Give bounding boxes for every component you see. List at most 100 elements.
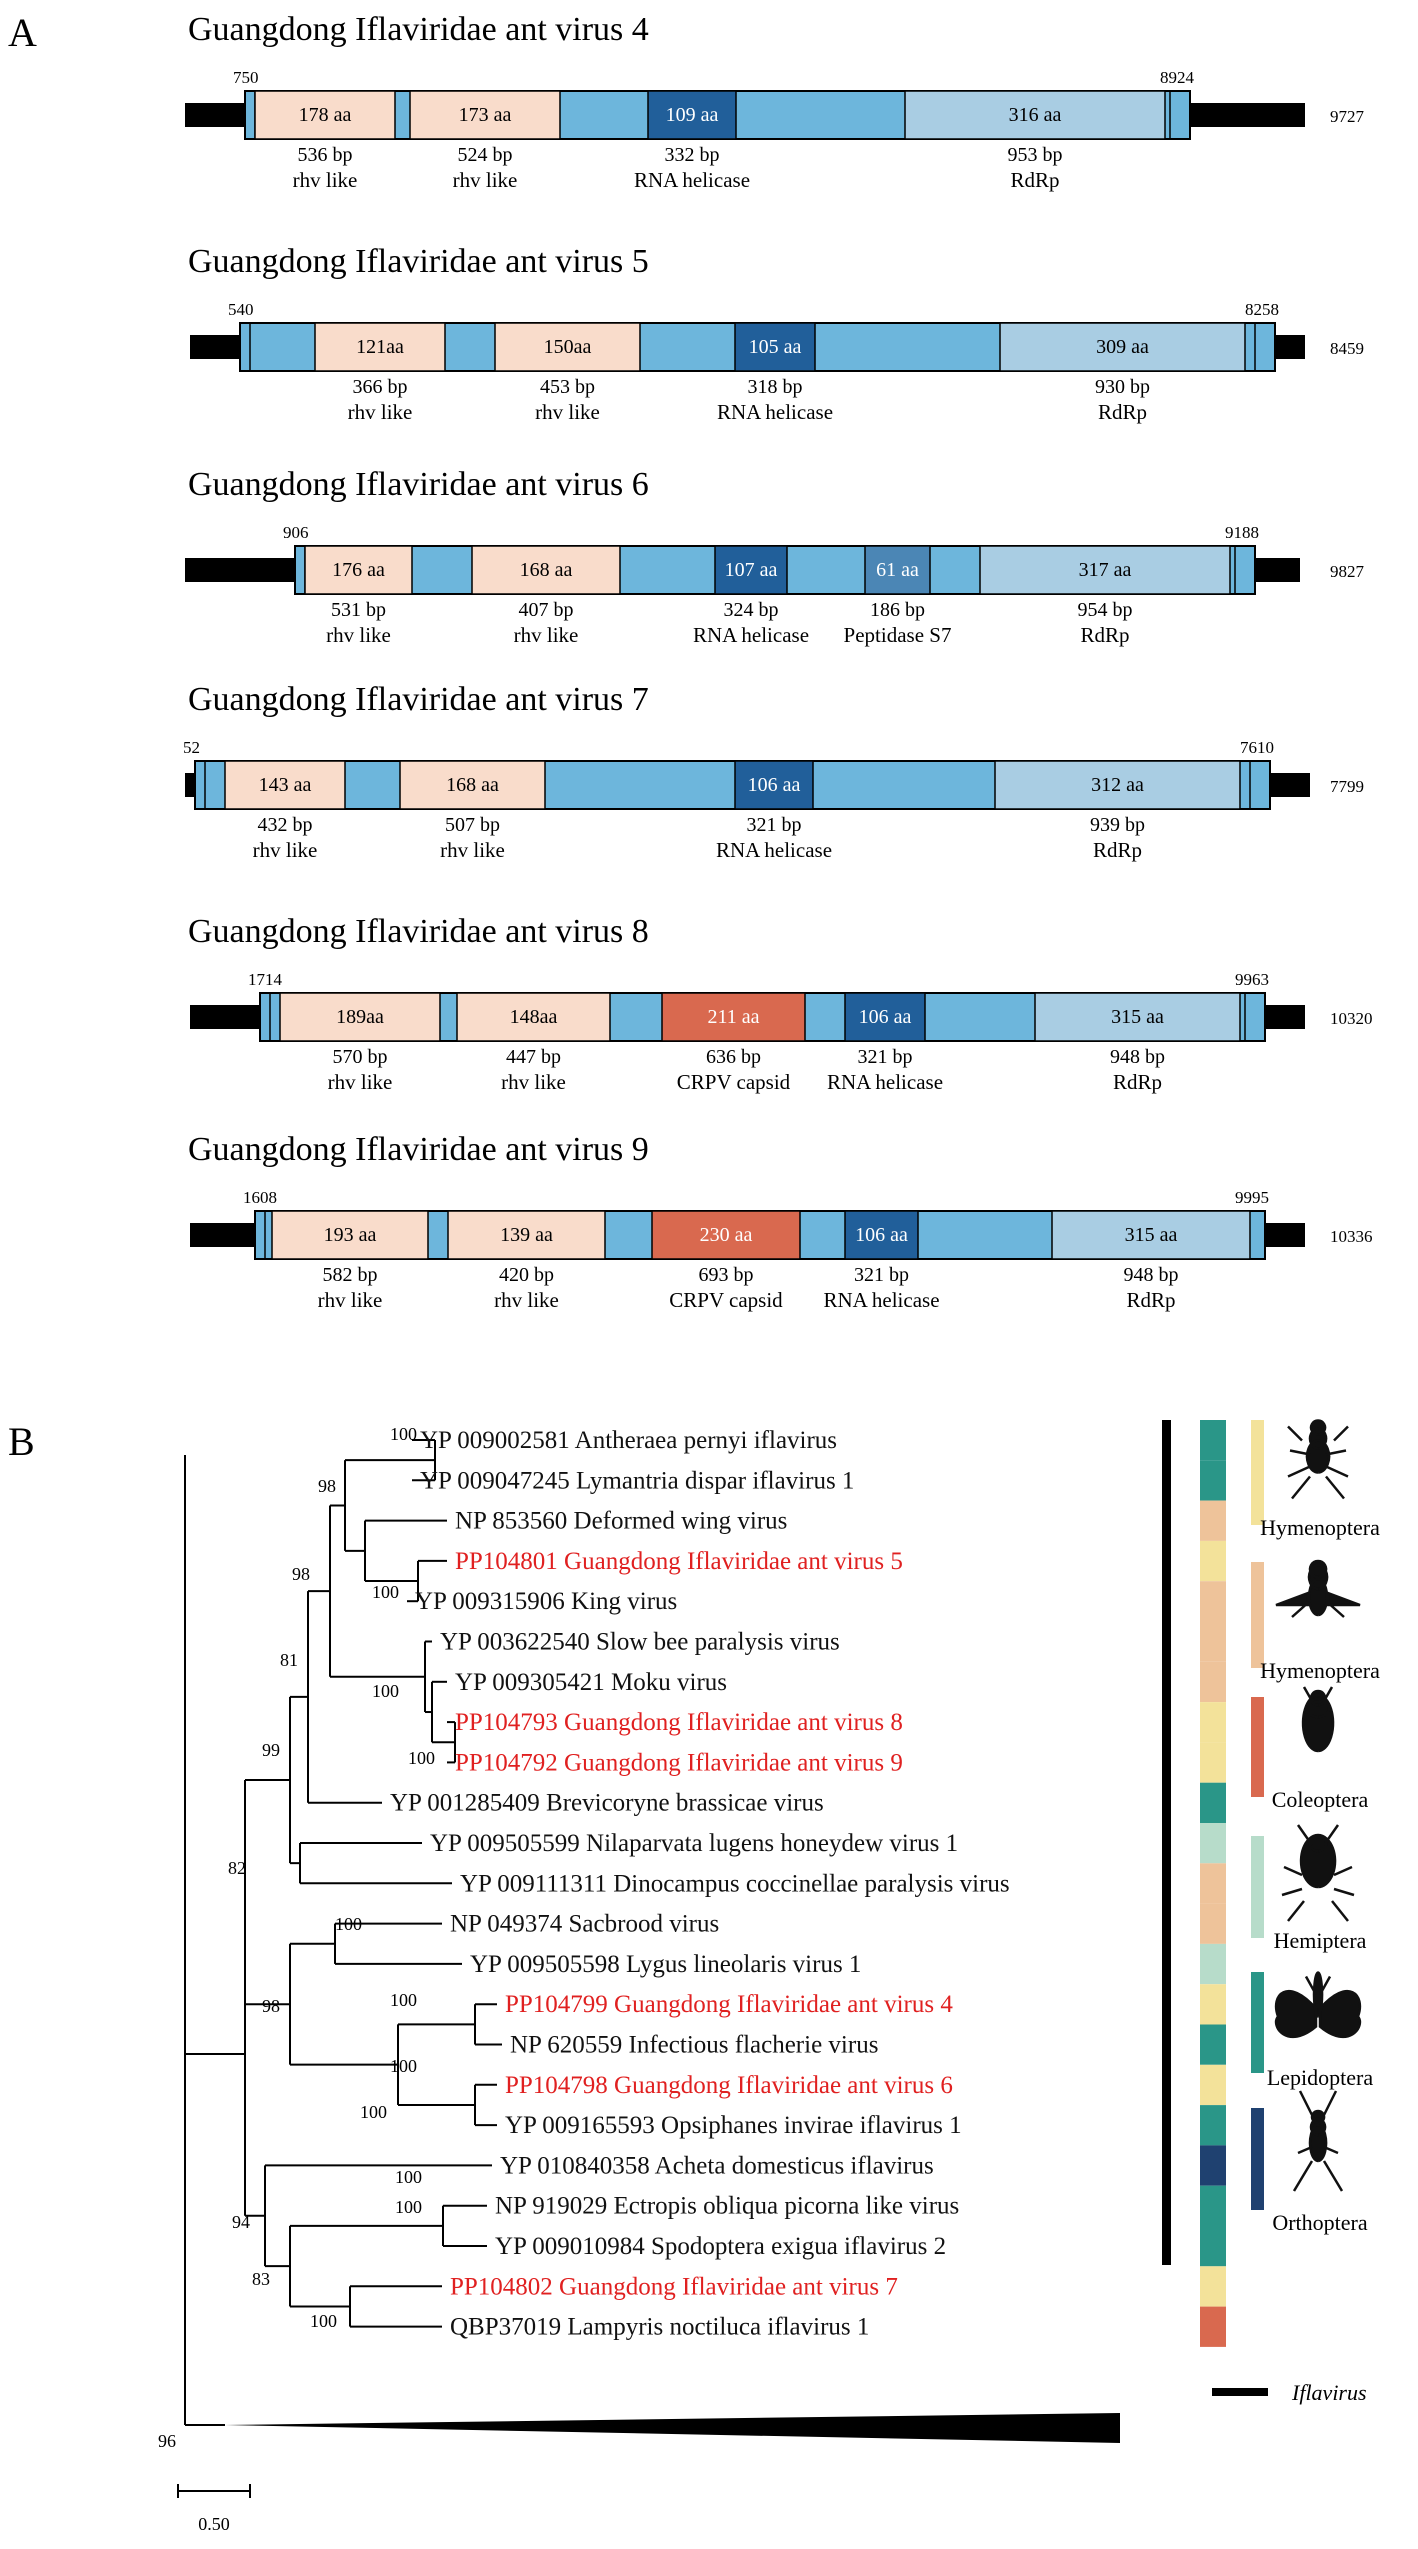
genome-title: Guangdong Iflaviridae ant virus 6	[188, 466, 649, 503]
host-color-cell	[1200, 1702, 1226, 1743]
genome-length: 9827	[1330, 562, 1365, 581]
domain-bp-length: 948 bp	[1110, 1046, 1165, 1068]
bootstrap-value: 100	[372, 1681, 399, 1701]
protein-domain	[1051, 1210, 1251, 1260]
domain-aa-length: 107 aa	[725, 559, 778, 581]
domain-bp-length: 693 bp	[699, 1264, 754, 1286]
host-color-cell	[1200, 1742, 1226, 1783]
genus-key-bar	[1212, 2388, 1268, 2396]
protein-domain	[651, 1210, 801, 1260]
scale-bar-label: 0.50	[198, 2514, 230, 2534]
genus-key-label: Iflavirus	[1291, 2380, 1367, 2405]
domain-aa-length: 105 aa	[749, 336, 802, 358]
domain-name: RNA helicase	[693, 623, 809, 647]
domain-name: rhv like	[514, 623, 579, 647]
protein-domain	[647, 90, 737, 140]
legend-swatch	[1251, 2108, 1264, 2210]
protein-domain	[471, 545, 621, 595]
panel-b-phylogenetic-tree: YP 009002581 Antheraea pernyi iflavirusY…	[158, 1419, 1380, 2534]
protein-domain	[409, 90, 561, 140]
bootstrap-value: 100	[360, 2102, 387, 2122]
domain-name: RdRp	[1093, 838, 1142, 862]
host-color-cell	[1200, 2024, 1226, 2065]
genome-title: Guangdong Iflaviridae ant virus 8	[188, 913, 649, 950]
domain-bp-length: 321 bp	[858, 1046, 913, 1068]
domain-aa-length: 178 aa	[299, 104, 352, 126]
tree-leaf-label: YP 010840358 Acheta domesticus iflavirus	[500, 2152, 934, 2179]
orf-start-position: 906	[283, 523, 309, 542]
protein-domain	[904, 90, 1166, 140]
bootstrap-value: 100	[408, 1748, 435, 1768]
protein-domain	[979, 545, 1231, 595]
protein-domain	[224, 760, 346, 810]
domain-aa-length: 121aa	[356, 336, 404, 358]
host-color-cell	[1200, 1903, 1226, 1944]
genome-title: Guangdong Iflaviridae ant virus 5	[188, 243, 649, 280]
domain-bp-length: 953 bp	[1008, 144, 1063, 166]
protein-domain	[844, 992, 926, 1042]
domain-bp-length: 939 bp	[1090, 814, 1145, 836]
domain-bp-length: 536 bp	[298, 144, 353, 166]
domain-bp-length: 930 bp	[1095, 376, 1150, 398]
domain-aa-length: 189aa	[336, 1006, 384, 1028]
bootstrap-value: 100	[390, 1424, 417, 1444]
genome-length: 9727	[1330, 107, 1365, 126]
bootstrap-value: 100	[390, 2056, 417, 2076]
bootstrap-value: 100	[310, 2311, 337, 2331]
protein-domain	[447, 1210, 606, 1260]
domain-bp-length: 570 bp	[333, 1046, 388, 1068]
cricket-silhouette-icon	[1292, 2090, 1344, 2192]
bootstrap-value: 100	[395, 2197, 422, 2217]
legend-swatch	[1251, 1562, 1264, 1668]
domain-aa-length: 211 aa	[707, 1006, 759, 1028]
domain-aa-length: 315 aa	[1111, 1006, 1164, 1028]
bootstrap-value: 99	[262, 1740, 280, 1760]
legend-order-label: Hymenoptera	[1260, 1658, 1380, 1683]
host-color-cell	[1200, 1661, 1226, 1703]
host-color-cell	[1200, 2266, 1226, 2307]
host-color-cell	[1200, 1500, 1226, 1541]
legend-swatch	[1251, 1972, 1264, 2073]
legend-swatch	[1251, 1836, 1264, 1938]
domain-name: rhv like	[318, 1288, 383, 1312]
protein-domain	[661, 992, 806, 1042]
domain-name: rhv like	[501, 1070, 566, 1094]
bootstrap-value: 96	[158, 2431, 176, 2451]
tree-leaf-label: PP104801 Guangdong Iflaviridae ant virus…	[455, 1548, 903, 1575]
domain-aa-length: 168 aa	[520, 559, 573, 581]
host-color-cell	[1200, 2306, 1226, 2347]
host-color-cell	[1200, 1823, 1226, 1864]
legend-order-label: Lepidoptera	[1267, 2065, 1374, 2090]
domain-bp-length: 453 bp	[540, 376, 595, 398]
orf-start-position: 750	[233, 68, 259, 87]
domain-name: RNA helicase	[716, 838, 832, 862]
domain-name: rhv like	[535, 400, 600, 424]
legend-swatch	[1251, 1420, 1264, 1525]
domain-bp-length: 524 bp	[458, 144, 513, 166]
domain-bp-length: 324 bp	[724, 599, 779, 621]
domain-bp-length: 366 bp	[353, 376, 408, 398]
domain-name: rhv like	[326, 623, 391, 647]
bootstrap-value: 98	[262, 1996, 280, 2016]
orf-end-position: 8924	[1160, 68, 1195, 87]
domain-name: RNA helicase	[717, 400, 833, 424]
protein-domain	[734, 322, 816, 372]
bootstrap-value: 98	[292, 1564, 310, 1584]
domain-name: CRPV capsid	[677, 1070, 791, 1094]
genome-length: 10320	[1330, 1009, 1373, 1028]
host-color-cell	[1200, 1943, 1226, 1985]
orf-end-position: 8258	[1245, 300, 1279, 319]
domain-name: rhv like	[440, 838, 505, 862]
domain-name: rhv like	[293, 168, 358, 192]
host-color-cell	[1200, 2185, 1226, 2226]
protein-domain	[714, 545, 788, 595]
domain-name: RdRp	[1080, 623, 1129, 647]
orf-end-position: 9963	[1235, 970, 1269, 989]
host-color-cell	[1200, 1540, 1226, 1582]
bee-silhouette-icon	[1275, 1559, 1361, 1618]
orf-start-position: 52	[183, 738, 200, 757]
